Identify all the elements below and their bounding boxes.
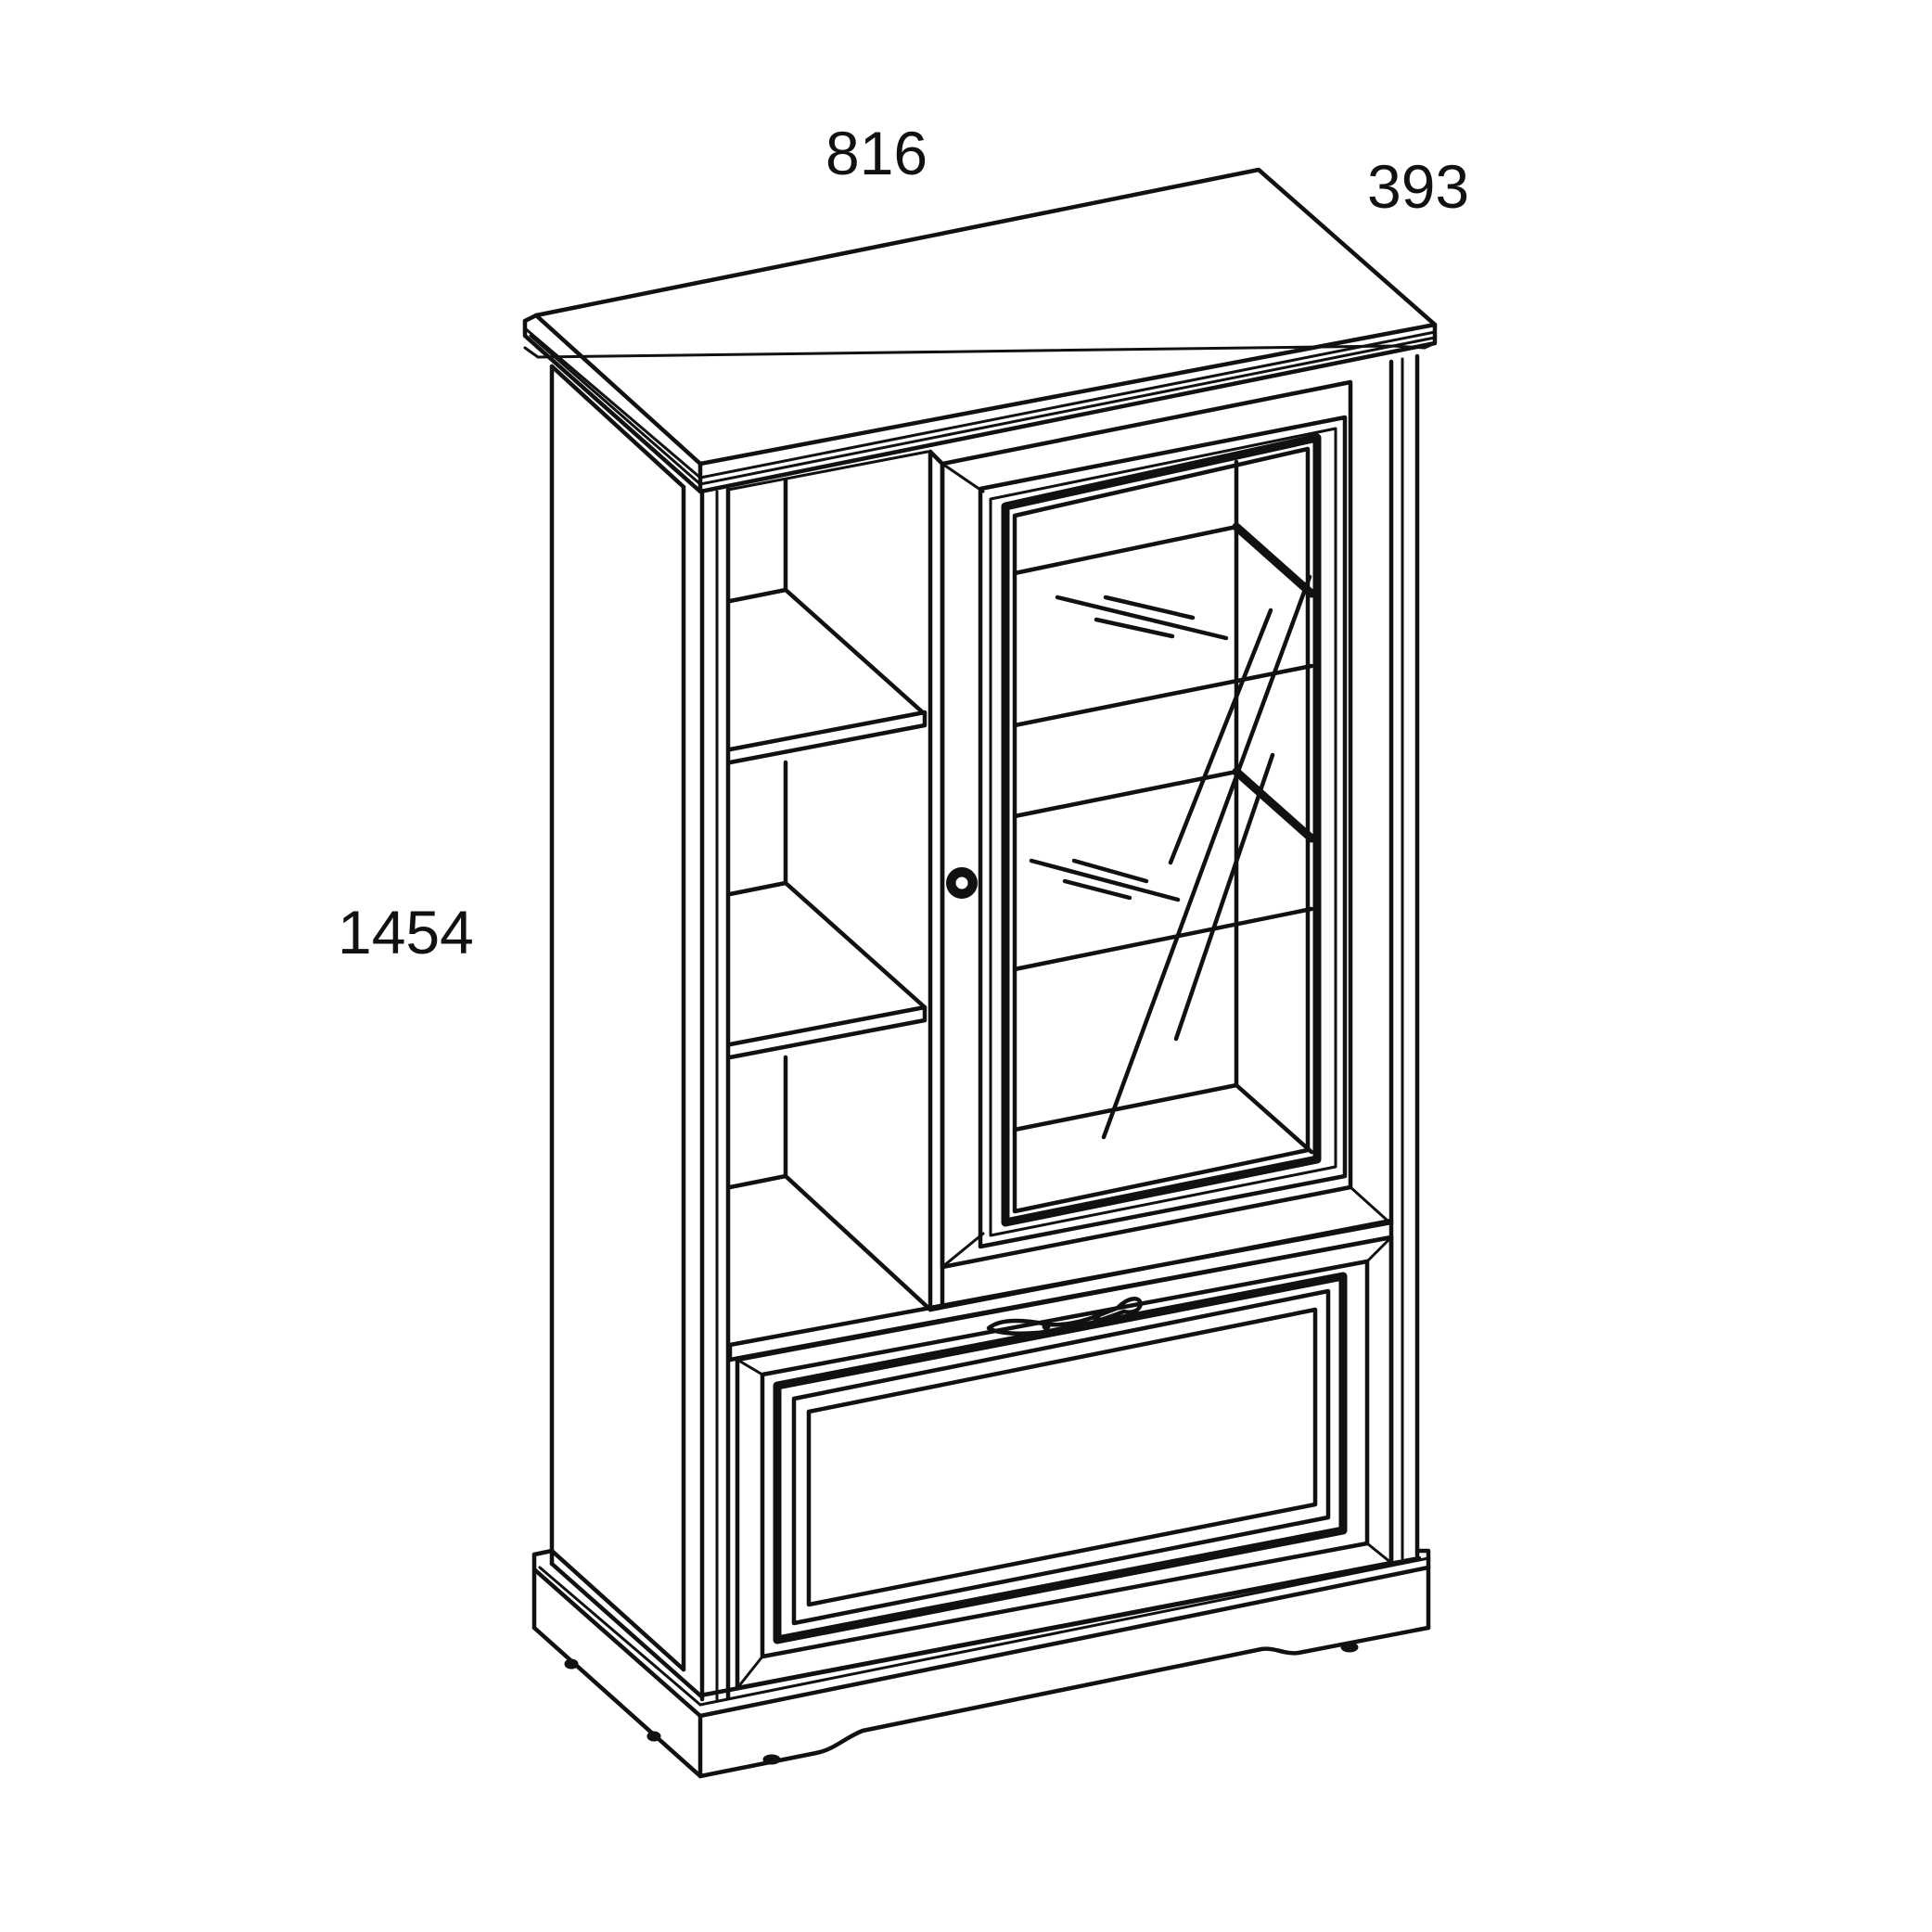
dimension-height-label: 1454 bbox=[338, 898, 474, 966]
cabinet-side-panel bbox=[549, 364, 686, 1672]
dimension-width-label: 816 bbox=[825, 119, 928, 187]
glass-reflections bbox=[1029, 574, 1312, 1140]
drawer-handle[interactable] bbox=[986, 1296, 1144, 1337]
cabinet-top bbox=[522, 167, 1438, 494]
cabinet-plinth bbox=[531, 1548, 1431, 1779]
open-shelf-section bbox=[727, 478, 933, 1312]
glass-door[interactable] bbox=[928, 379, 1389, 1312]
door-knob[interactable] bbox=[946, 867, 978, 899]
drawer[interactable] bbox=[735, 1235, 1394, 1691]
dimension-depth-label: 393 bbox=[1367, 152, 1470, 221]
glass-door-interior bbox=[1012, 459, 1316, 1155]
